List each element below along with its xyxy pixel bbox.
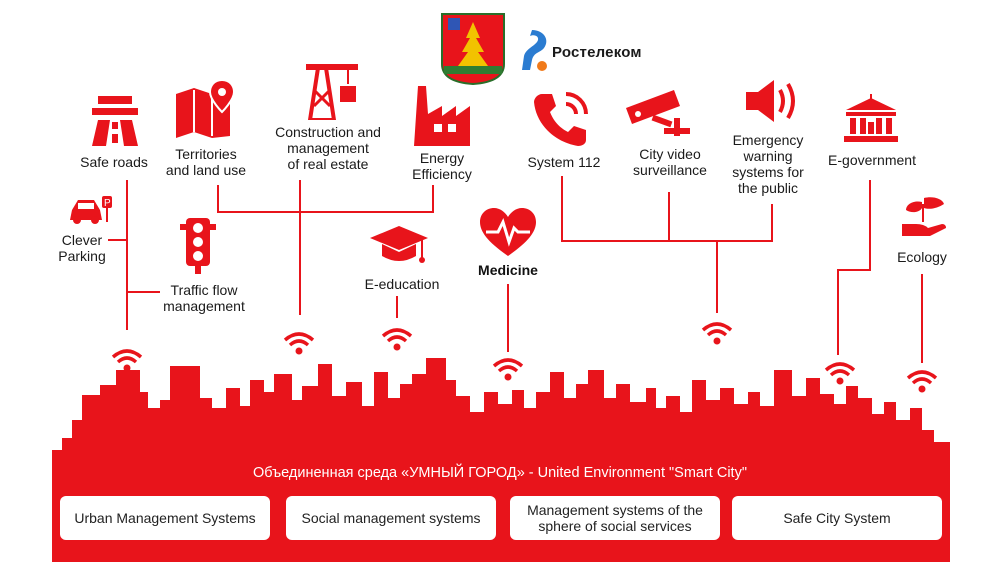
svg-text:P: P: [104, 198, 111, 209]
system-label: Urban Management Systems: [74, 510, 256, 526]
line-egov: [837, 180, 871, 355]
label-medicine: Medicine: [478, 262, 538, 278]
label-warning: Emergency warning systems for the public: [732, 132, 804, 196]
wifi-icon: [283, 332, 315, 355]
system-label: Social management systems: [301, 510, 481, 526]
wifi-icon: [381, 328, 413, 351]
label-parking: Clever Parking: [58, 232, 106, 264]
rostelecom-logo-icon: [522, 30, 547, 71]
line-safe-city: [561, 176, 773, 242]
leaf-hand-icon: [902, 197, 946, 236]
system-box-social-services: Management systems of the sphere of soci…: [510, 496, 720, 540]
label-construction: Construction and management of real esta…: [275, 124, 381, 172]
system-box-safe-city: Safe City System: [732, 496, 942, 540]
brand-name: Ростелеком: [552, 44, 642, 61]
line-territories-energy: [217, 185, 434, 213]
label-system112: System 112: [527, 154, 601, 170]
system-box-social: Social management systems: [286, 496, 496, 540]
wifi-icon: [824, 362, 856, 385]
phone-icon: [534, 92, 588, 146]
system-box-urban: Urban Management Systems: [60, 496, 270, 540]
label-ecology: Ecology: [897, 249, 947, 265]
label-education: E-education: [364, 276, 440, 292]
label-traffic: Traffic flow management: [163, 282, 245, 314]
label-video: City video surveillance: [633, 146, 707, 178]
parking-car-icon: P: [70, 196, 112, 224]
crane-icon: [306, 64, 358, 120]
wifi-icon: [111, 349, 143, 372]
camera-icon: [626, 90, 690, 136]
label-safe-roads: Safe roads: [80, 154, 148, 170]
label-territories: Territories and land use: [165, 146, 247, 178]
map-pin-icon: [176, 80, 236, 138]
factory-icon: [414, 86, 470, 146]
system-label: Management systems of the sphere of soci…: [527, 502, 703, 534]
wifi-icon: [492, 358, 524, 381]
traffic-light-icon: [180, 218, 216, 274]
label-egov: E-government: [828, 152, 916, 168]
road-icon: [92, 96, 138, 146]
system-label: Safe City System: [783, 510, 891, 526]
coat-of-arms-icon: [441, 13, 505, 86]
speaker-icon: [746, 80, 795, 122]
graduation-cap-icon: [370, 226, 428, 263]
label-energy: Energy Efficiency: [412, 150, 472, 182]
wifi-icon: [701, 322, 733, 345]
government-building-icon: [844, 94, 898, 142]
heart-pulse-icon: [480, 208, 536, 256]
banner-title: Объединенная среда «УМНЫЙ ГОРОД» - Unite…: [253, 465, 747, 481]
wifi-icon: [906, 370, 938, 393]
